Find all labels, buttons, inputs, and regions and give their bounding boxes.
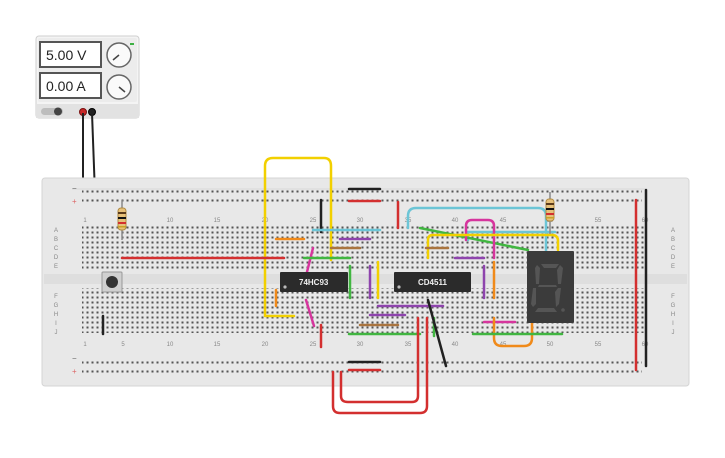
row-label-top-left: C bbox=[54, 246, 59, 252]
rail-minus-label-top: − bbox=[72, 184, 77, 193]
wire-magenta-lower[interactable] bbox=[304, 298, 316, 328]
wire-orange-loop[interactable] bbox=[492, 316, 534, 348]
voltage-display bbox=[39, 41, 102, 68]
breadboard[interactable] bbox=[41, 177, 690, 387]
row-label-top-right: A bbox=[671, 228, 675, 234]
wires[interactable] bbox=[101, 156, 648, 415]
column-label-bottom: 30 bbox=[357, 342, 364, 348]
column-label-top: 40 bbox=[452, 218, 459, 224]
row-label-bottom-right: G bbox=[671, 303, 676, 309]
pushbutton[interactable] bbox=[101, 271, 123, 293]
row-label-top-right: D bbox=[671, 255, 676, 261]
voltage-knob[interactable] bbox=[106, 42, 134, 68]
resistor-right[interactable] bbox=[545, 192, 555, 234]
row-label-bottom-right: I bbox=[672, 321, 674, 327]
column-label-bottom: 10 bbox=[167, 342, 174, 348]
row-label-top-right: E bbox=[671, 264, 675, 270]
column-label-bottom: 35 bbox=[405, 342, 412, 348]
column-label-bottom: 55 bbox=[595, 342, 602, 348]
wire-red-loop-outer[interactable] bbox=[331, 316, 429, 415]
column-label-top: 1 bbox=[83, 218, 87, 224]
wire-magenta-top[interactable] bbox=[464, 218, 496, 260]
row-label-bottom-right: J bbox=[672, 330, 675, 336]
row-label-top-left: A bbox=[54, 228, 58, 234]
chip-74hc93-label: 74HC93 bbox=[299, 278, 329, 287]
seven-segment-display[interactable] bbox=[527, 251, 574, 323]
current-readout: 0.00 A bbox=[46, 78, 86, 94]
rail-plus-label-bottom: + bbox=[72, 367, 77, 376]
column-label-bottom: 40 bbox=[452, 342, 459, 348]
wire-black-diagonal[interactable] bbox=[426, 298, 448, 368]
row-label-top-right: C bbox=[671, 246, 676, 252]
column-label-bottom: 15 bbox=[214, 342, 221, 348]
row-label-bottom-right: F bbox=[671, 294, 675, 300]
wire-yellow-arch[interactable] bbox=[263, 156, 333, 300]
column-label-top: 10 bbox=[167, 218, 174, 224]
wire-yellow-right[interactable] bbox=[426, 233, 560, 260]
resistor-left[interactable] bbox=[117, 200, 127, 240]
chip-74hc93[interactable]: 74HC93 bbox=[280, 272, 348, 292]
row-label-bottom-left: J bbox=[55, 330, 58, 336]
column-label-top: 45 bbox=[500, 218, 507, 224]
current-knob[interactable] bbox=[106, 74, 132, 100]
wire-green-diagonal[interactable] bbox=[418, 226, 530, 252]
power-supply[interactable]: 5.00 V 0.00 A bbox=[35, 35, 140, 119]
column-label-top: 15 bbox=[214, 218, 221, 224]
row-label-bottom-left: I bbox=[55, 321, 57, 327]
row-label-bottom-left: H bbox=[54, 312, 58, 318]
segment-digit bbox=[531, 264, 565, 312]
column-label-top: 30 bbox=[357, 218, 364, 224]
rail-plus-label-top: + bbox=[72, 197, 77, 206]
current-display bbox=[39, 72, 102, 99]
wire-red-loop-inner[interactable] bbox=[339, 316, 420, 404]
row-label-top-left: B bbox=[54, 237, 58, 243]
voltage-readout: 5.00 V bbox=[46, 47, 87, 63]
rail-minus-label-bottom: − bbox=[72, 354, 77, 363]
power-switch[interactable] bbox=[41, 107, 63, 116]
column-label-top: 25 bbox=[310, 218, 317, 224]
row-label-bottom-right: H bbox=[671, 312, 675, 318]
chip-cd4511-label: CD4511 bbox=[418, 278, 447, 287]
column-label-top: 55 bbox=[595, 218, 602, 224]
column-label-bottom: 50 bbox=[547, 342, 554, 348]
row-label-bottom-left: F bbox=[54, 294, 58, 300]
row-label-top-left: D bbox=[54, 255, 59, 261]
row-label-bottom-left: G bbox=[54, 303, 59, 309]
row-label-top-right: B bbox=[671, 237, 675, 243]
column-label-bottom: 1 bbox=[83, 342, 87, 348]
top-rail-holes[interactable] bbox=[82, 187, 642, 205]
column-label-bottom: 20 bbox=[262, 342, 269, 348]
row-label-top-left: E bbox=[54, 264, 58, 270]
chip-cd4511[interactable]: CD4511 bbox=[394, 272, 471, 292]
column-label-bottom: 5 bbox=[121, 342, 125, 348]
bottom-rail-holes[interactable] bbox=[82, 358, 642, 376]
column-label-bottom: 25 bbox=[310, 342, 317, 348]
